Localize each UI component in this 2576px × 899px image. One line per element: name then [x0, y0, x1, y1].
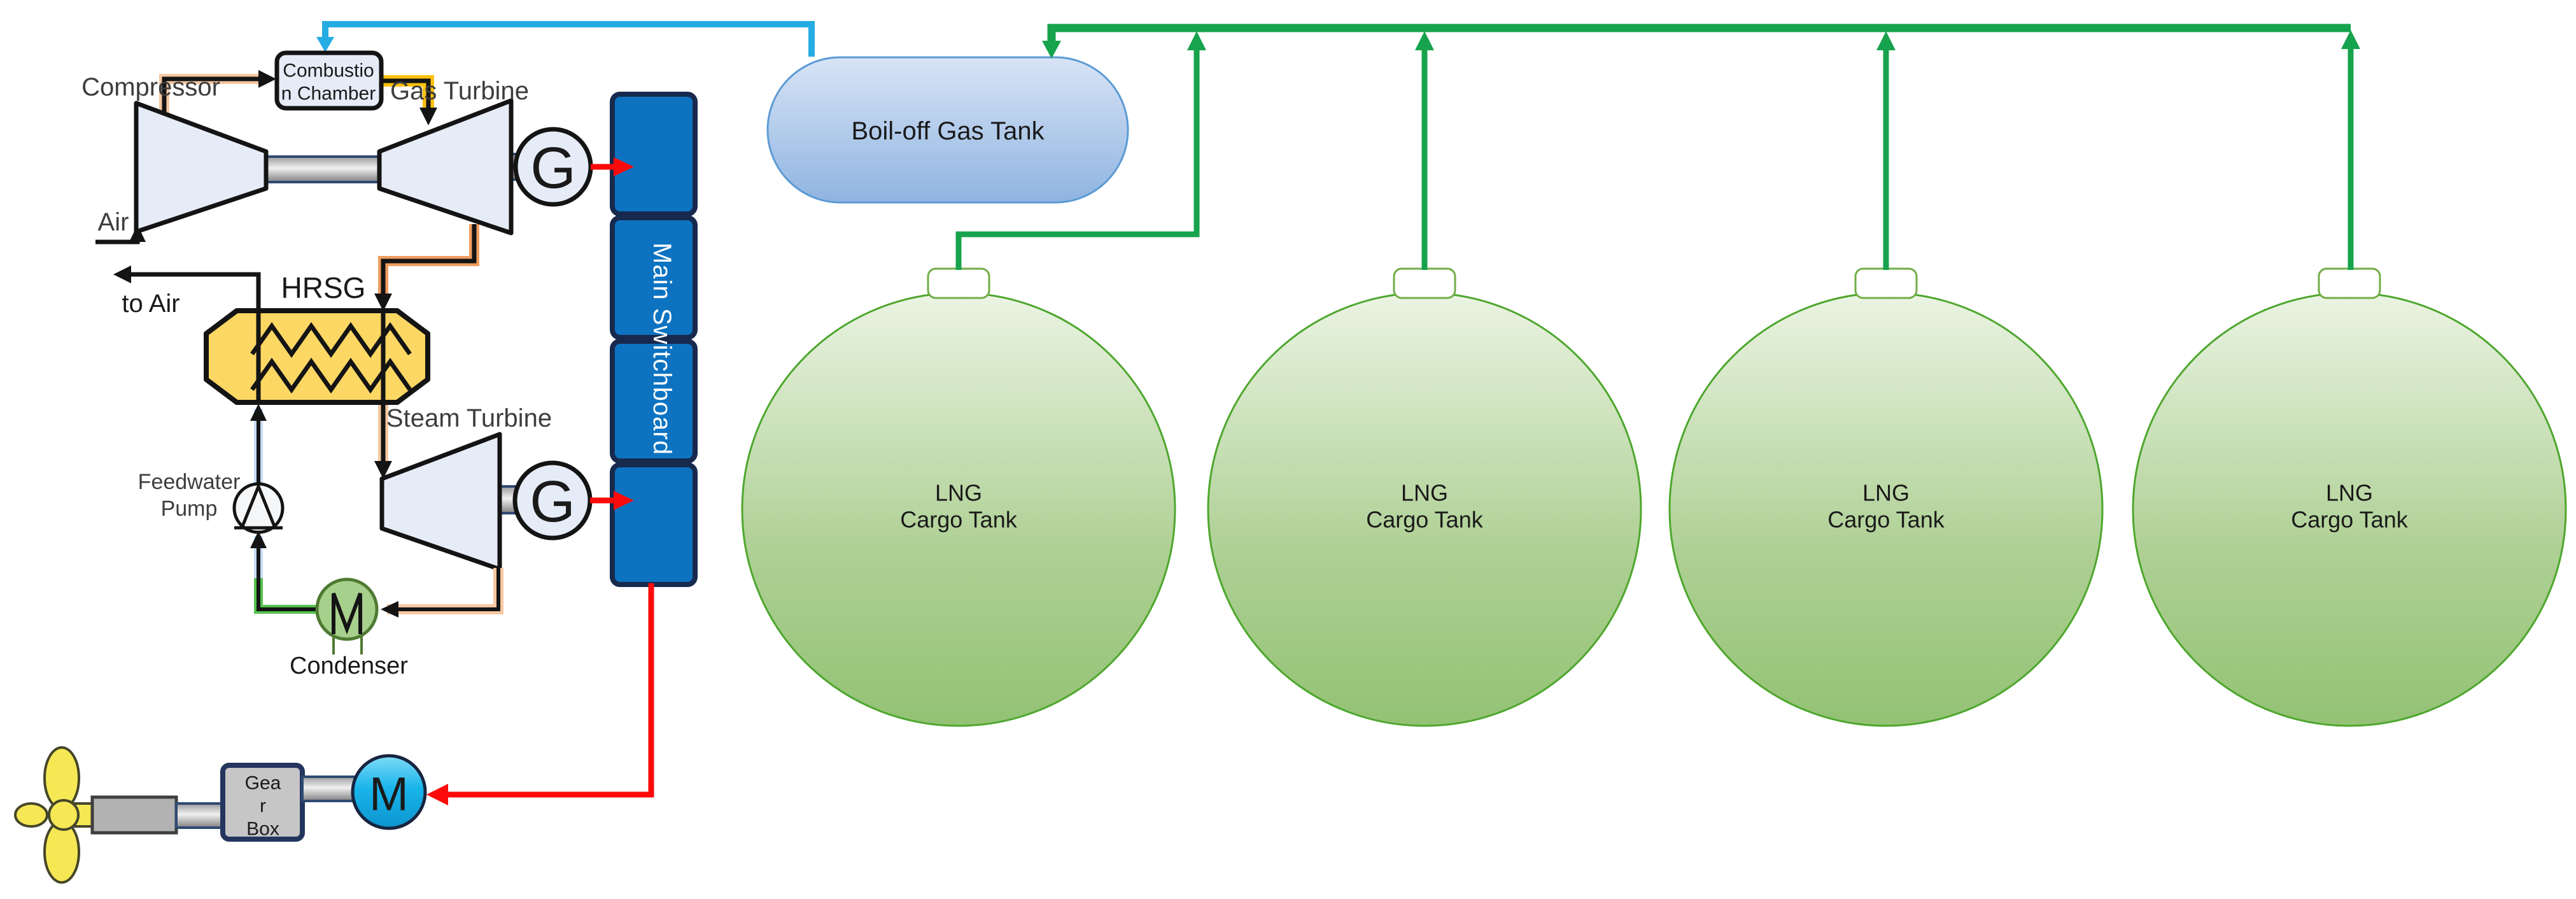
- air-in-label: Air: [98, 208, 129, 236]
- lng-tank-4-dome: [2318, 267, 2381, 299]
- gas-turbine-shape: [377, 98, 514, 236]
- compressed-air-pipe: [159, 70, 276, 117]
- riser-4-arrow-icon: [2341, 30, 2360, 49]
- condenser-in-arrow-icon: [381, 601, 398, 618]
- motor-shaft: [301, 775, 356, 802]
- motor-letter: M: [369, 768, 409, 821]
- exhaust-gas-pipe: [374, 224, 479, 311]
- condensate-pipe: [250, 531, 316, 614]
- combustion-chamber-label-2: n Chamber: [281, 83, 376, 104]
- feedwater-pipe: [250, 404, 267, 483]
- lng-tank-1-dome: [927, 267, 990, 299]
- power-line-steam-generator: [590, 491, 634, 510]
- lng-tank-4-label-2: Cargo Tank: [2291, 507, 2408, 533]
- manifold-down-arrow-icon: [1042, 41, 1061, 59]
- power-arrow-2-icon: [614, 491, 634, 510]
- switchboard-box-4: [610, 462, 698, 587]
- power-arrow-1-icon: [614, 157, 634, 176]
- riser-1-arrow-icon: [1187, 31, 1206, 50]
- pump-in-arrow-icon: [250, 531, 267, 548]
- gearbox-label-1: Gea: [245, 773, 281, 794]
- combustion-gas-pipe: [381, 75, 437, 125]
- gas-turbine-shaft: [264, 155, 382, 183]
- steam-turbine-shape: [379, 432, 502, 572]
- steam-generator-letter: G: [530, 469, 575, 534]
- bog-manifold: [955, 24, 2360, 270]
- hrsg-in-arrow-icon: [250, 404, 267, 421]
- bog-fuel-arrow-icon: [316, 37, 334, 52]
- switchboard-box-3: [610, 339, 698, 464]
- bog-fuel-line: [316, 21, 815, 57]
- propeller: [14, 746, 97, 884]
- lng-tank-2-label-1: LNG: [1401, 480, 1448, 506]
- steam-turbine-label: Steam Turbine: [386, 404, 552, 432]
- steam-pipe: [374, 402, 392, 479]
- propeller-hub: [48, 799, 80, 831]
- combustion-chamber: [274, 50, 384, 111]
- lng-tank-3: LNG Cargo Tank: [1668, 267, 2104, 727]
- feedwater-pump: [232, 482, 285, 534]
- gas-turbine-label: Gas Turbine: [390, 77, 529, 105]
- switchboard-label: Main Switchboard: [648, 243, 676, 455]
- motor-arrow-icon: [426, 784, 448, 805]
- lng-tank-1-label-1: LNG: [935, 480, 982, 506]
- compressor-shape: [134, 101, 269, 234]
- combustion-chamber-label-1: Combustio: [283, 60, 374, 81]
- lng-tank-2-dome: [1393, 267, 1456, 299]
- feedwater-pump-label-2: Pump: [161, 497, 218, 521]
- lng-tank-4-label-1: LNG: [2326, 480, 2373, 506]
- gearbox-label-2: r: [260, 796, 266, 817]
- switchboard-box-2: [610, 215, 698, 340]
- exhaust-arrow-icon: [374, 294, 392, 311]
- exhaust-steam-pipe: [381, 568, 503, 618]
- lng-tank-4: LNG Cargo Tank: [2132, 267, 2567, 727]
- power-line-to-motor: [426, 583, 654, 805]
- condenser-label: Condenser: [290, 653, 408, 679]
- riser-3-arrow-icon: [1876, 31, 1896, 50]
- lng-tank-1: LNG Cargo Tank: [741, 267, 1176, 727]
- air-pipe-arrow-icon: [258, 70, 276, 88]
- to-air-line: [113, 265, 261, 311]
- to-air-label: to Air: [122, 290, 179, 318]
- switchboard-box-1: [610, 92, 698, 216]
- lng-tank-1-label-2: Cargo Tank: [900, 507, 1017, 533]
- tank-1-riser: [955, 39, 1200, 270]
- propeller-blade-left: [14, 802, 48, 828]
- bog-tank-label: Boil-off Gas Tank: [851, 117, 1045, 145]
- to-air-arrow-icon: [113, 265, 131, 283]
- boil-off-gas-tank: [766, 56, 1129, 204]
- lng-tank-3-dome: [1854, 267, 1918, 299]
- gearbox-label-3: Box: [246, 819, 279, 840]
- steam-arrow-icon: [374, 461, 392, 479]
- feedwater-pump-label-1: Feedwater: [138, 470, 241, 494]
- compressor-label: Compressor: [81, 73, 220, 101]
- hrsg-label: HRSG: [281, 271, 366, 304]
- condenser: [315, 577, 379, 655]
- lng-tank-2-label-2: Cargo Tank: [1366, 507, 1483, 533]
- gas-generator-letter: G: [530, 136, 576, 201]
- main-switchboard: Main Switchboard: [610, 92, 698, 587]
- lng-tank-2: LNG Cargo Tank: [1207, 267, 1642, 727]
- propeller-shaft: [175, 802, 225, 829]
- combustion-gas-arrow-icon: [419, 108, 437, 125]
- lng-tank-3-label-2: Cargo Tank: [1827, 507, 1945, 533]
- stern-tube-bearing: [90, 795, 178, 835]
- riser-2-arrow-icon: [1415, 31, 1434, 50]
- lng-tank-3-label-1: LNG: [1862, 480, 1910, 506]
- hrsg-shape: [204, 308, 430, 405]
- propulsion-motor: [351, 754, 427, 830]
- condenser-coil-icon: [332, 592, 362, 635]
- power-line-gas-generator: [591, 157, 634, 176]
